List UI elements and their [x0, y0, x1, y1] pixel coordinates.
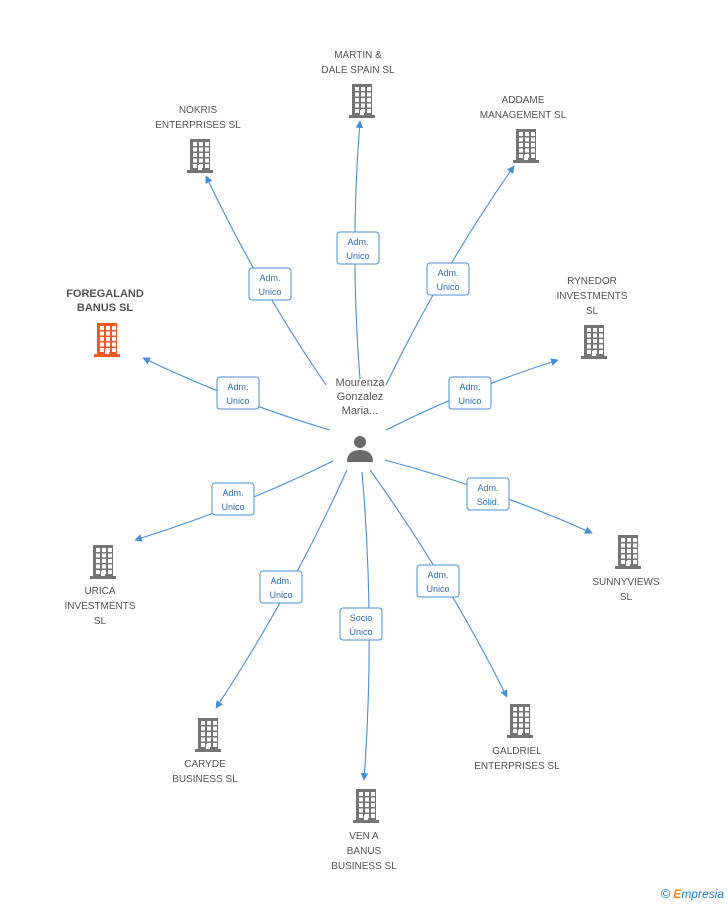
- relation-label: Unico: [436, 282, 459, 292]
- building-icon[interactable]: [581, 325, 607, 359]
- building-icon[interactable]: [513, 129, 539, 163]
- company-node-caryde[interactable]: CARYDE BUSINESS SL: [172, 718, 238, 785]
- building-icon[interactable]: [195, 718, 221, 752]
- badge-box: [466, 477, 510, 511]
- brand-logo-text: mpresia: [681, 887, 724, 901]
- person-node[interactable]: MourenzaGonzalezMaria...: [336, 377, 386, 462]
- building-icon[interactable]: [90, 545, 116, 579]
- company-name-label[interactable]: SL: [94, 616, 107, 627]
- company-name-label[interactable]: GALDRIEL: [492, 746, 542, 757]
- relation-label: Único: [349, 627, 372, 637]
- company-node-rynedor[interactable]: RYNEDOR INVESTMENTS SL: [556, 276, 628, 359]
- person-name-label[interactable]: Mourenza: [336, 377, 386, 389]
- company-name-label[interactable]: SUNNYVIEWS: [592, 577, 660, 588]
- badge-box: [336, 231, 380, 265]
- building-icon[interactable]: [349, 84, 375, 118]
- company-name-label[interactable]: ENTERPRISES SL: [474, 761, 560, 772]
- company-name-label[interactable]: CARYDE: [184, 759, 226, 770]
- relation-label: Adm.: [427, 570, 448, 580]
- company-name-label[interactable]: URICA: [84, 586, 115, 597]
- badge-box: [426, 262, 470, 296]
- relation-label: Unico: [226, 396, 249, 406]
- badge-box: [339, 607, 383, 641]
- brand-logo-initial: E: [673, 887, 682, 901]
- relation-badge-galdriel[interactable]: Adm. Unico: [416, 564, 460, 598]
- company-name-label[interactable]: ADDAME: [502, 95, 545, 106]
- company-name-label[interactable]: BANUS: [347, 846, 382, 857]
- company-name-label[interactable]: MANAGEMENT SL: [480, 110, 567, 121]
- company-name-label[interactable]: MARTIN &: [334, 50, 382, 61]
- company-name-label[interactable]: FOREGALAND: [66, 288, 144, 300]
- relation-label: Unico: [346, 251, 369, 261]
- badge-box: [211, 482, 255, 516]
- relation-label: Adm.: [437, 268, 458, 278]
- badge-box: [448, 376, 492, 410]
- relation-badge-rynedor[interactable]: Adm. Unico: [448, 376, 492, 410]
- relation-badge-martin[interactable]: Adm. Unico: [336, 231, 380, 265]
- relation-label: Unico: [458, 396, 481, 406]
- company-node-galdriel[interactable]: GALDRIEL ENTERPRISES SL: [474, 704, 560, 772]
- company-node-venabanus[interactable]: VEN A BANUS BUSINESS SL: [331, 789, 397, 872]
- brand-footer: ©Empresia: [661, 886, 724, 901]
- company-name-label[interactable]: DALE SPAIN SL: [321, 65, 395, 76]
- company-node-foregaland[interactable]: FOREGALAND BANUS SL: [66, 288, 144, 357]
- company-name-label[interactable]: SL: [586, 306, 599, 317]
- company-name-label[interactable]: BANUS SL: [77, 302, 134, 314]
- company-name-label[interactable]: VEN A: [349, 831, 379, 842]
- building-icon[interactable]: [507, 704, 533, 738]
- relation-badge-foregaland[interactable]: Adm. Unico: [216, 376, 260, 410]
- relation-label: Unico: [269, 590, 292, 600]
- badge-box: [248, 267, 292, 301]
- relation-label: Unico: [221, 502, 244, 512]
- relation-badge-caryde[interactable]: Adm. Unico: [259, 570, 303, 604]
- relation-label: Solid.: [477, 497, 500, 507]
- badge-box: [416, 564, 460, 598]
- copyright-icon: ©: [660, 886, 671, 901]
- company-node-martin[interactable]: MARTIN & DALE SPAIN SL: [321, 50, 395, 118]
- relation-label: Unico: [258, 287, 281, 297]
- badge-box: [216, 376, 260, 410]
- relation-label: Adm.: [270, 576, 291, 586]
- company-name-label[interactable]: BUSINESS SL: [172, 774, 238, 785]
- building-icon[interactable]: [94, 323, 120, 357]
- badge-box: [259, 570, 303, 604]
- person-name-label[interactable]: Gonzalez: [337, 391, 383, 403]
- relation-label: Adm.: [259, 273, 280, 283]
- company-name-label[interactable]: INVESTMENTS: [64, 601, 135, 612]
- company-node-sunnyviews[interactable]: SUNNYVIEWS SL: [592, 535, 660, 603]
- relation-badge-urica[interactable]: Adm. Unico: [211, 482, 255, 516]
- relation-label: Adm.: [227, 382, 248, 392]
- company-name-label[interactable]: SL: [620, 592, 633, 603]
- relation-label: Unico: [426, 584, 449, 594]
- company-name-label[interactable]: RYNEDOR: [567, 276, 617, 287]
- company-name-label[interactable]: BUSINESS SL: [331, 861, 397, 872]
- relation-label: Socio: [350, 613, 373, 623]
- company-name-label[interactable]: INVESTMENTS: [556, 291, 627, 302]
- company-node-nokris[interactable]: NOKRIS ENTERPRISES SL: [155, 105, 241, 173]
- company-name-label[interactable]: NOKRIS: [179, 105, 218, 116]
- company-name-label[interactable]: ENTERPRISES SL: [155, 120, 241, 131]
- relation-badge-sunnyviews[interactable]: Adm. Solid.: [466, 477, 510, 511]
- building-icon[interactable]: [615, 535, 641, 569]
- relation-label: Adm.: [347, 237, 368, 247]
- relation-label: Adm.: [459, 382, 480, 392]
- company-node-urica[interactable]: URICA INVESTMENTS SL: [64, 545, 136, 627]
- relation-label: Adm.: [477, 483, 498, 493]
- person-name-label[interactable]: Maria...: [342, 405, 379, 417]
- person-icon: [347, 436, 373, 462]
- building-icon[interactable]: [187, 139, 213, 173]
- building-icon[interactable]: [353, 789, 379, 823]
- company-node-addame[interactable]: ADDAME MANAGEMENT SL: [480, 95, 567, 163]
- relation-label: Adm.: [222, 488, 243, 498]
- relation-badge-nokris[interactable]: Adm. Unico: [248, 267, 292, 301]
- relation-badge-addame[interactable]: Adm. Unico: [426, 262, 470, 296]
